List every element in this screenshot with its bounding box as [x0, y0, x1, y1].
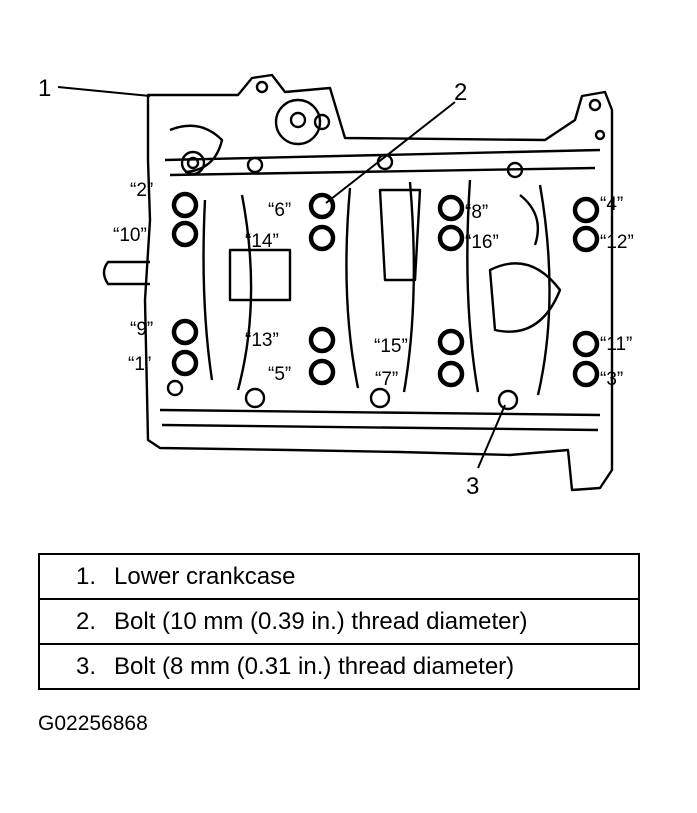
bolt-16: [437, 224, 465, 252]
bolt-label-6: “6”: [268, 200, 291, 221]
crankshaft-stub: [102, 260, 150, 286]
bolt-13: [308, 326, 336, 354]
bolt-label-3: “3”: [600, 369, 623, 390]
bolt-label-8: “8”: [465, 202, 488, 223]
legend-row: 2. Bolt (10 mm (0.39 in.) thread diameter…: [38, 598, 640, 645]
bolt-label-4: “4”: [600, 194, 623, 215]
bolt-label-10: “10”: [113, 225, 147, 246]
bolt-10: [171, 220, 199, 248]
legend-text: Bolt (10 mm (0.39 in.) thread diameter): [114, 607, 528, 635]
bolt-9: [171, 318, 199, 346]
bolt-2: [171, 191, 199, 219]
crankcase-outline: [143, 73, 614, 492]
bolt-5: [308, 358, 336, 386]
bolt-label-14: “14”: [245, 231, 279, 252]
legend-number: 1.: [75, 562, 96, 590]
bolt-4: [572, 196, 600, 224]
leader-2: [325, 101, 456, 204]
legend-number: 3.: [75, 652, 96, 680]
bolt-11: [572, 330, 600, 358]
bolt-label-13: “13”: [245, 330, 279, 351]
bolt-1: [171, 349, 199, 377]
bolt-label-9: “9”: [130, 319, 153, 340]
bolt-label-2: “2”: [130, 180, 153, 201]
bolt-label-11: “11”: [600, 334, 632, 355]
crankcase-drawing: 1 2 3 “2” “10” “9” “1” “6” “14” “13” “5”…: [38, 73, 634, 500]
bolt-12: [572, 225, 600, 253]
bolt-15: [437, 328, 465, 356]
bolt-label-12: “12”: [600, 232, 634, 253]
bolt-label-16: “16”: [465, 232, 499, 253]
legend-text: Lower crankcase: [114, 562, 296, 590]
bolt-3: [572, 360, 600, 388]
bolt-6: [308, 192, 336, 220]
legend-number: 2.: [75, 607, 96, 635]
bolt-label-5: “5”: [268, 364, 291, 385]
legend-row: 3. Bolt (8 mm (0.31 in.) thread diameter): [38, 643, 640, 690]
bolt-label-1: “1”: [128, 354, 151, 375]
legend-table: 1. Lower crankcase 2. Bolt (10 mm (0.39 in…: [38, 553, 640, 690]
bolt-14: [308, 224, 336, 252]
legend-text: Bolt (8 mm (0.31 in.) thread diameter): [114, 652, 515, 680]
bolt-label-15: “15”: [374, 336, 408, 357]
bolt-label-7: “7”: [375, 369, 398, 390]
callout-1: 1: [38, 75, 51, 102]
leader-1: [57, 86, 151, 97]
main-bolts: [171, 191, 600, 388]
crankcase-diagram: 1 2 3 “2” “10” “9” “1” “6” “14” “13” “5”…: [38, 73, 634, 500]
callout-2: 2: [454, 79, 467, 106]
leader-3: [477, 404, 506, 469]
bolt-7: [437, 360, 465, 388]
callout-3: 3: [466, 473, 479, 500]
bolt-8: [437, 194, 465, 222]
figure-code: G02256868: [38, 712, 148, 735]
legend-row: 1. Lower crankcase: [38, 553, 640, 600]
